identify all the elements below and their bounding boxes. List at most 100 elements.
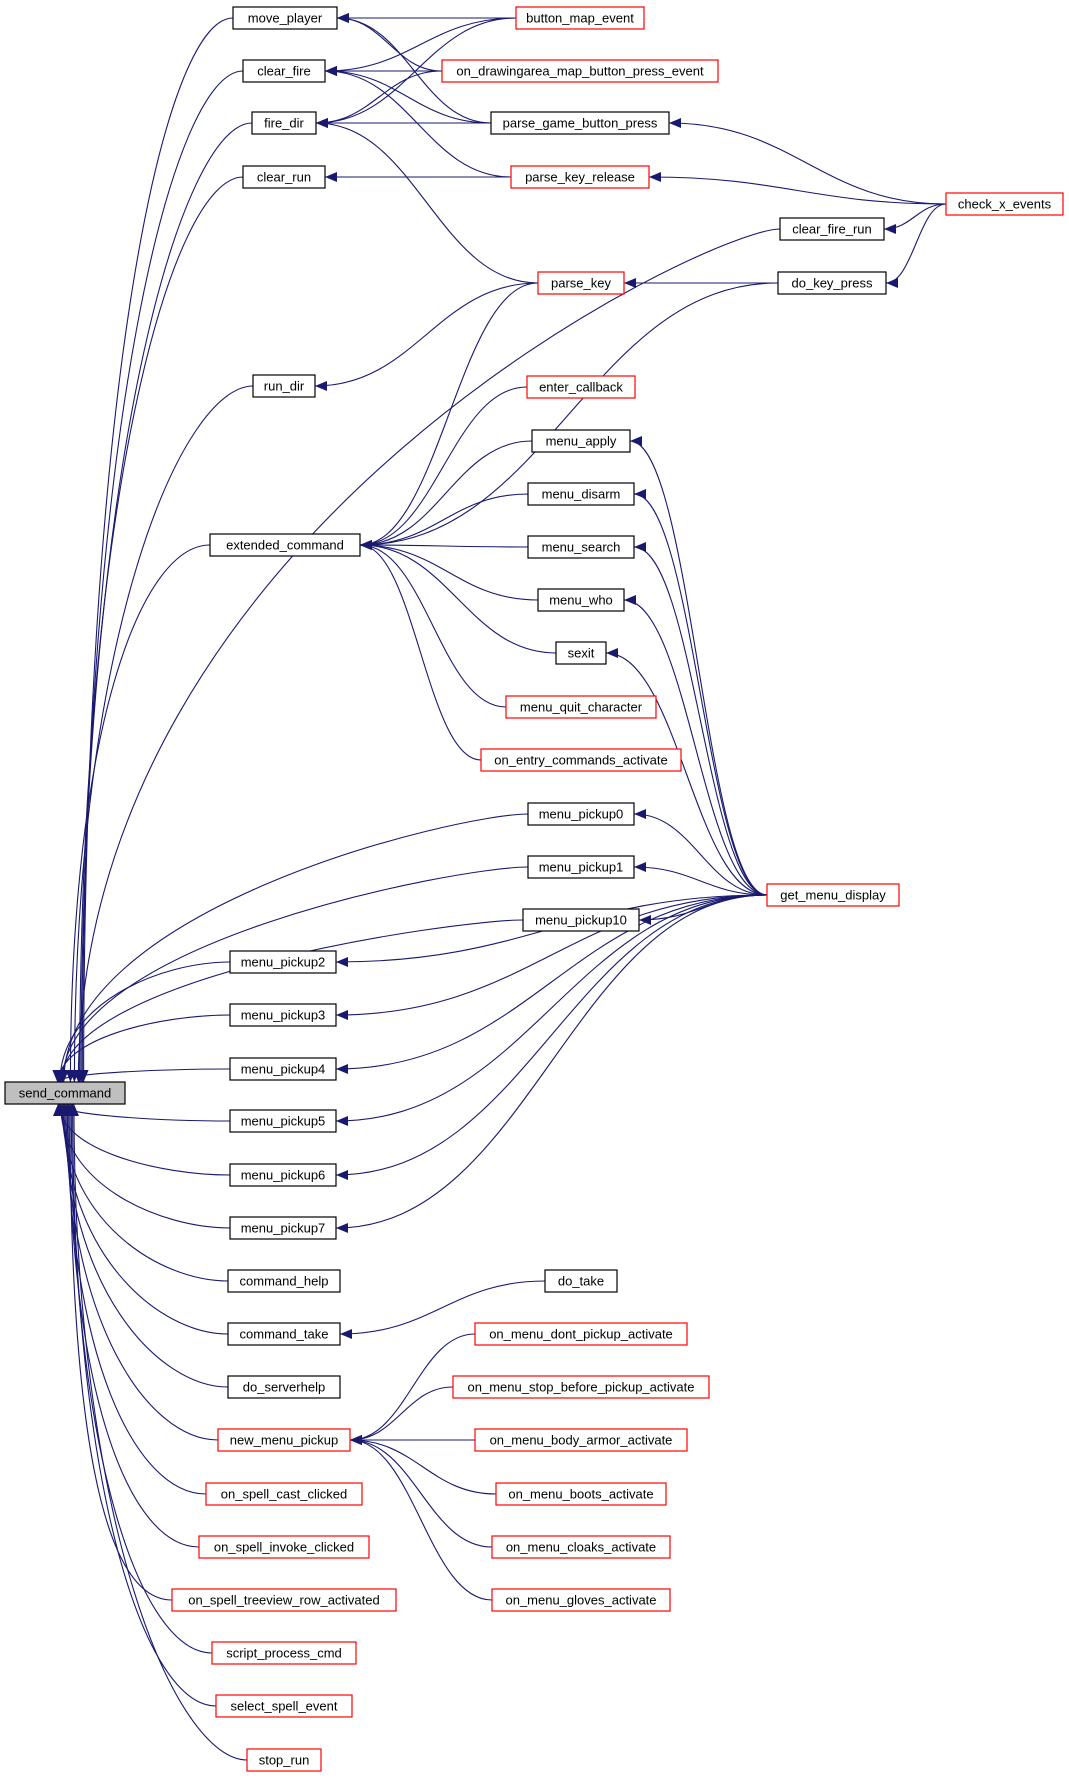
node-menu_pickup0[interactable]: menu_pickup0 [527, 802, 635, 826]
node-fire_dir[interactable]: fire_dir [251, 111, 317, 135]
node-label: menu_search [542, 540, 621, 555]
node-parse_key_release[interactable]: parse_key_release [510, 165, 650, 189]
node-send_command[interactable]: send_command [4, 1081, 126, 1105]
node-on_spell_invoke_clicked[interactable]: on_spell_invoke_clicked [198, 1535, 370, 1559]
node-menu_pickup6[interactable]: menu_pickup6 [229, 1163, 337, 1187]
node-box [505, 695, 657, 719]
edge-do_serverhelp-to-send_command [59, 1103, 229, 1388]
node-box [495, 1482, 667, 1506]
node-extended_command[interactable]: extended_command [209, 533, 361, 557]
node-menu_quit_character[interactable]: menu_quit_character [505, 695, 657, 719]
node-box [211, 1641, 357, 1665]
node-menu_who[interactable]: menu_who [537, 588, 625, 612]
node-clear_fire_run[interactable]: clear_fire_run [779, 217, 885, 241]
node-box [217, 1428, 351, 1452]
node-box [246, 1748, 322, 1772]
node-box [766, 883, 900, 907]
edge-parse_key_release-to-clear_fire [324, 66, 512, 178]
node-command_help[interactable]: command_help [227, 1269, 341, 1293]
node-button_map_event[interactable]: button_map_event [515, 6, 645, 30]
node-enter_callback[interactable]: enter_callback [526, 375, 636, 399]
node-menu_search[interactable]: menu_search [527, 535, 635, 559]
node-on_spell_treeview_row_activated[interactable]: on_spell_treeview_row_activated [171, 1588, 397, 1612]
node-on_menu_cloaks_activate[interactable]: on_menu_cloaks_activate [491, 1535, 671, 1559]
node-label: on_menu_cloaks_activate [506, 1540, 656, 1555]
edge-select_spell_event-to-send_command [67, 1103, 217, 1707]
node-parse_game_button_press[interactable]: parse_game_button_press [490, 111, 670, 135]
node-label: clear_fire_run [792, 222, 872, 237]
node-command_take[interactable]: command_take [227, 1322, 341, 1346]
node-label: select_spell_event [231, 1699, 338, 1714]
edge-on_entry_commands_activate-to-extended_command [359, 540, 482, 761]
node-box [209, 533, 361, 557]
edge-menu_pickup7-to-send_command [55, 1103, 231, 1229]
node-stop_run[interactable]: stop_run [246, 1748, 322, 1772]
node-box [242, 165, 326, 189]
node-box [531, 429, 631, 453]
node-do_serverhelp[interactable]: do_serverhelp [227, 1375, 341, 1399]
edge-menu_pickup3-to-send_command [53, 1014, 231, 1083]
node-do_key_press[interactable]: do_key_press [777, 271, 887, 295]
node-menu_pickup1[interactable]: menu_pickup1 [527, 855, 635, 879]
node-menu_pickup7[interactable]: menu_pickup7 [229, 1216, 337, 1240]
node-label: on_menu_gloves_activate [505, 1593, 656, 1608]
node-label: on_spell_cast_clicked [221, 1487, 347, 1502]
edge-on_menu_gloves_activate-to-new_menu_pickup [349, 1435, 493, 1601]
node-on_menu_dont_pickup_activate[interactable]: on_menu_dont_pickup_activate [474, 1322, 688, 1346]
node-on_spell_cast_clicked[interactable]: on_spell_cast_clicked [205, 1482, 363, 1506]
node-move_player[interactable]: move_player [232, 6, 338, 30]
node-menu_disarm[interactable]: menu_disarm [527, 482, 635, 506]
node-select_spell_event[interactable]: select_spell_event [215, 1694, 353, 1718]
node-label: on_menu_body_armor_activate [490, 1433, 673, 1448]
node-do_take[interactable]: do_take [544, 1269, 618, 1293]
node-menu_pickup2[interactable]: menu_pickup2 [229, 950, 337, 974]
node-on_menu_stop_before_pickup_activate[interactable]: on_menu_stop_before_pickup_activate [452, 1375, 710, 1399]
edge-on_spell_invoke_clicked-to-send_command [63, 1103, 200, 1548]
node-box [229, 1057, 337, 1081]
node-box [205, 1482, 363, 1506]
edge-menu_pickup4-to-send_command [52, 1068, 231, 1083]
edge-on_drawingarea_map_button_press_event-to-move_player [336, 13, 443, 72]
node-box [4, 1081, 126, 1105]
node-box [527, 535, 635, 559]
node-label: script_process_cmd [226, 1646, 342, 1661]
node-box [229, 1003, 337, 1027]
node-box [227, 1269, 341, 1293]
edge-on_spell_treeview_row_activated-to-send_command [64, 1103, 173, 1601]
node-label: on_menu_dont_pickup_activate [489, 1327, 673, 1342]
node-box [251, 111, 317, 135]
node-label: menu_pickup4 [241, 1062, 326, 1077]
node-label: do_serverhelp [243, 1380, 325, 1395]
node-box [480, 748, 682, 772]
node-box [527, 482, 635, 506]
node-parse_key[interactable]: parse_key [537, 271, 625, 295]
node-script_process_cmd[interactable]: script_process_cmd [211, 1641, 357, 1665]
node-label: command_help [240, 1274, 329, 1289]
edge-get_menu_display-to-menu_pickup3 [335, 894, 768, 1020]
node-clear_run[interactable]: clear_run [242, 165, 326, 189]
edge-script_process_cmd-to-send_command [66, 1103, 213, 1654]
node-box [229, 1109, 337, 1133]
node-menu_pickup10[interactable]: menu_pickup10 [522, 908, 640, 932]
node-on_menu_body_armor_activate[interactable]: on_menu_body_armor_activate [474, 1428, 688, 1452]
node-clear_fire[interactable]: clear_fire [242, 59, 326, 83]
node-box [171, 1588, 397, 1612]
node-label: stop_run [259, 1753, 310, 1768]
node-box [522, 908, 640, 932]
node-sexit[interactable]: sexit [555, 641, 607, 665]
node-menu_pickup5[interactable]: menu_pickup5 [229, 1109, 337, 1133]
node-menu_pickup4[interactable]: menu_pickup4 [229, 1057, 337, 1081]
node-menu_pickup3[interactable]: menu_pickup3 [229, 1003, 337, 1027]
node-box [441, 59, 719, 83]
node-run_dir[interactable]: run_dir [252, 374, 316, 398]
node-check_x_events[interactable]: check_x_events [945, 192, 1064, 216]
node-new_menu_pickup[interactable]: new_menu_pickup [217, 1428, 351, 1452]
node-on_drawingarea_map_button_press_event[interactable]: on_drawingarea_map_button_press_event [441, 59, 719, 83]
node-on_menu_gloves_activate[interactable]: on_menu_gloves_activate [491, 1588, 671, 1612]
node-label: menu_apply [546, 434, 617, 449]
node-on_entry_commands_activate[interactable]: on_entry_commands_activate [480, 748, 682, 772]
node-get_menu_display[interactable]: get_menu_display [766, 883, 900, 907]
node-box [474, 1428, 688, 1452]
node-menu_apply[interactable]: menu_apply [531, 429, 631, 453]
node-on_menu_boots_activate[interactable]: on_menu_boots_activate [495, 1482, 667, 1506]
